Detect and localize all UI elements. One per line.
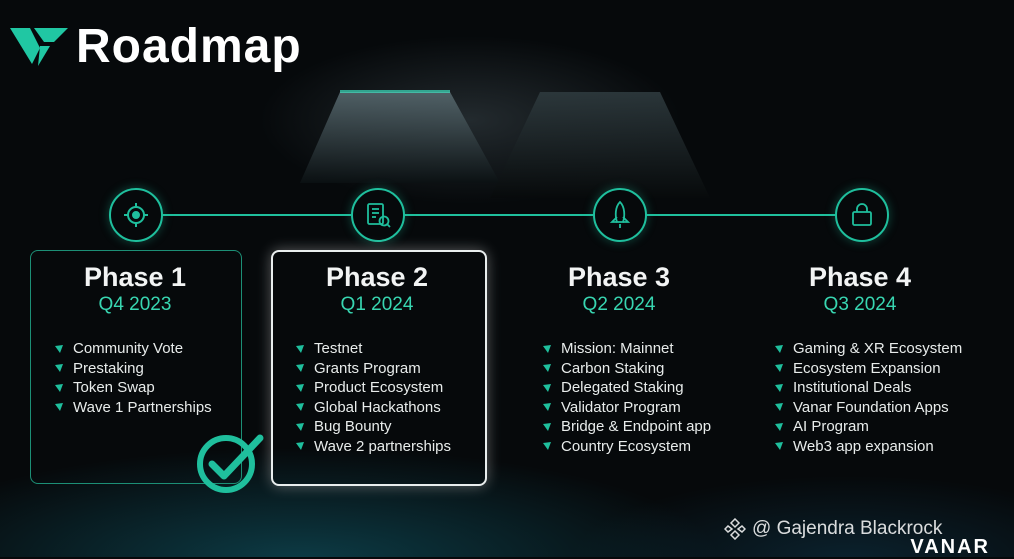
timeline-line	[645, 214, 835, 216]
rocket-icon	[609, 200, 631, 228]
phase-3-date: Q2 2024	[582, 294, 656, 315]
list-item: Vanar Foundation Apps	[775, 398, 962, 418]
phase-1-date: Q4 2023	[98, 294, 172, 315]
phase-1-list: Community Vote Prestaking Token Swap Wav…	[55, 339, 212, 417]
bullet-icon	[543, 442, 551, 451]
list-item: Wave 2 partnerships	[296, 437, 451, 457]
phase-2-date: Q1 2024	[340, 294, 414, 315]
bullet-icon	[296, 403, 304, 412]
phase-3-title: Phase 3	[567, 262, 671, 292]
bullet-icon	[296, 442, 304, 451]
binance-logo-icon	[724, 518, 746, 540]
phase-1-card	[30, 250, 242, 484]
bullet-icon	[543, 383, 551, 392]
bullet-icon	[775, 364, 783, 373]
bullet-icon	[775, 422, 783, 431]
bullet-icon	[55, 364, 63, 373]
phase-3-node	[593, 188, 647, 242]
bullet-icon	[55, 403, 63, 412]
list-item: Mission: Mainnet	[543, 339, 711, 359]
phase-4-node	[835, 188, 889, 242]
list-item: Community Vote	[55, 339, 212, 359]
bag-icon	[852, 203, 872, 226]
prism-decoration	[300, 90, 710, 198]
page-title: Roadmap	[76, 19, 302, 73]
list-item: Delegated Staking	[543, 378, 711, 398]
timeline-line	[161, 214, 351, 216]
list-item: Prestaking	[55, 359, 212, 379]
phase-4-date: Q3 2024	[823, 294, 897, 315]
phase-2-node	[351, 188, 405, 242]
list-item: Validator Program	[543, 398, 711, 418]
bullet-icon	[55, 344, 63, 353]
list-item: Carbon Staking	[543, 359, 711, 379]
phase-4-title: Phase 4	[808, 262, 912, 292]
list-item: Web3 app expansion	[775, 437, 962, 457]
list-item: Gaming & XR Ecosystem	[775, 339, 962, 359]
phase-2-title: Phase 2	[325, 262, 429, 292]
list-item: AI Program	[775, 417, 962, 437]
watermark: @ Gajendra Blackrock	[724, 518, 942, 540]
list-item: Bug Bounty	[296, 417, 451, 437]
phase-1-node	[109, 188, 163, 242]
phase-3-list: Mission: Mainnet Carbon Staking Delegate…	[543, 339, 711, 456]
list-item: Product Ecosystem	[296, 378, 451, 398]
list-item: Testnet	[296, 339, 451, 359]
bullet-icon	[775, 442, 783, 451]
bullet-icon	[296, 383, 304, 392]
list-item: Country Ecosystem	[543, 437, 711, 457]
bullet-icon	[543, 422, 551, 431]
target-icon	[124, 203, 148, 227]
bullet-icon	[296, 364, 304, 373]
list-item: Grants Program	[296, 359, 451, 379]
bullet-icon	[296, 422, 304, 431]
timeline-line	[403, 214, 593, 216]
list-item: Global Hackathons	[296, 398, 451, 418]
list-item: Ecosystem Expansion	[775, 359, 962, 379]
list-item: Bridge & Endpoint app	[543, 417, 711, 437]
phase-2-list: Testnet Grants Program Product Ecosystem…	[296, 339, 451, 456]
bullet-icon	[543, 344, 551, 353]
bullet-icon	[775, 344, 783, 353]
phase-4-list: Gaming & XR Ecosystem Ecosystem Expansio…	[775, 339, 962, 456]
bullet-icon	[543, 403, 551, 412]
phase-1-title: Phase 1	[83, 262, 187, 292]
header: Roadmap	[10, 16, 302, 76]
phase-2-card	[271, 250, 487, 486]
list-item: Institutional Deals	[775, 378, 962, 398]
list-item: Wave 1 Partnerships	[55, 398, 212, 418]
bullet-icon	[55, 383, 63, 392]
completed-check-icon	[197, 434, 264, 493]
bullet-icon	[296, 344, 304, 353]
brand-name: VANAR	[910, 536, 990, 558]
vanar-logo-icon	[10, 28, 68, 66]
bullet-icon	[775, 383, 783, 392]
bullet-icon	[775, 403, 783, 412]
checklist-icon	[367, 203, 391, 228]
list-item: Token Swap	[55, 378, 212, 398]
bullet-icon	[543, 364, 551, 373]
